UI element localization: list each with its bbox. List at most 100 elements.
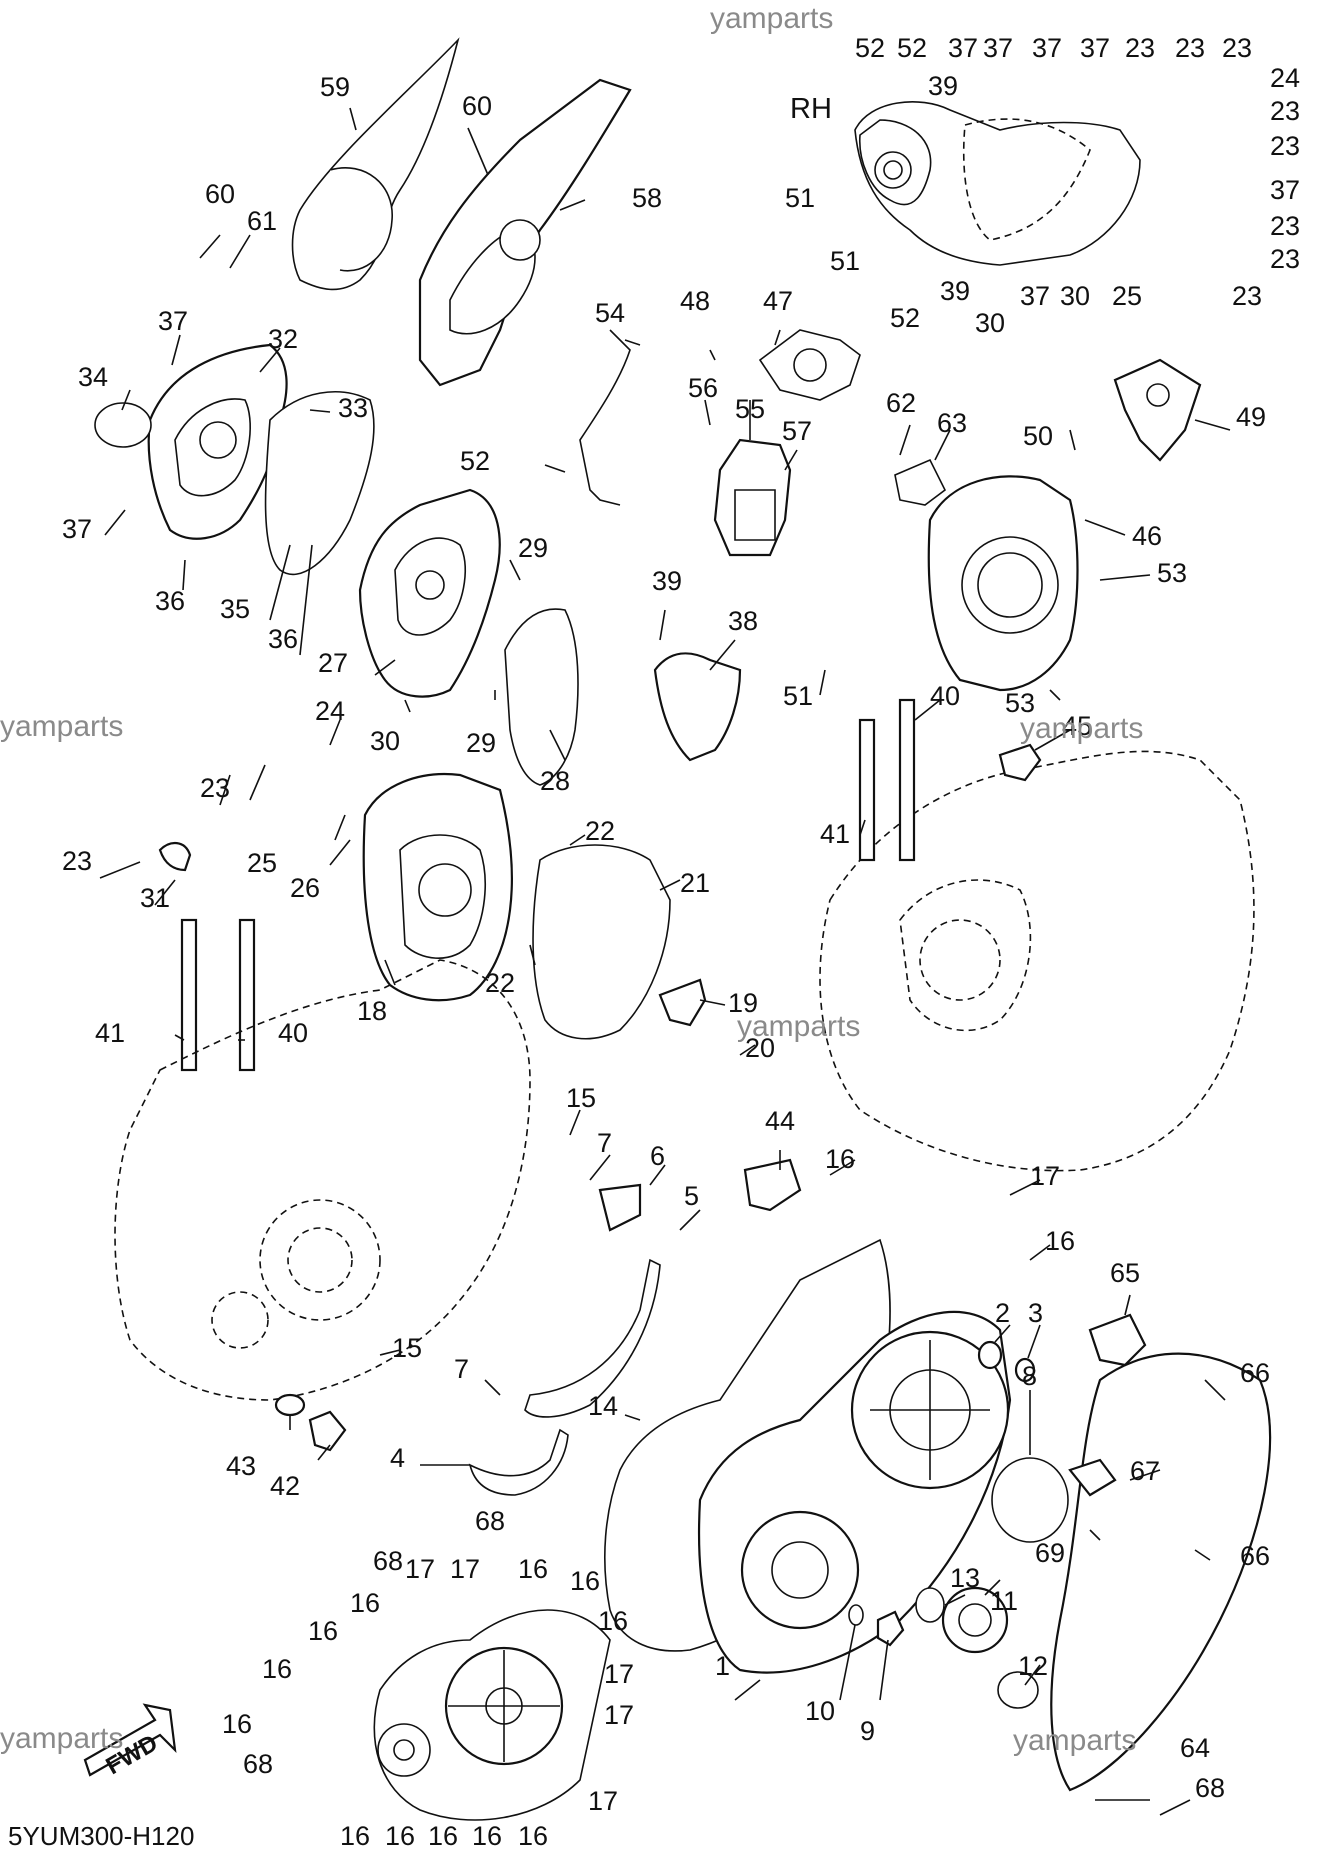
callout: 64 xyxy=(1180,1733,1210,1763)
plate-47 xyxy=(758,329,861,401)
callout: 16 xyxy=(308,1616,338,1646)
callout: 41 xyxy=(95,1018,125,1048)
callout: 60 xyxy=(462,91,492,121)
cap-11 xyxy=(941,1586,1009,1654)
guide-38 xyxy=(653,652,742,762)
callout: 52 xyxy=(897,33,927,63)
o-ring-34 xyxy=(94,402,152,448)
callout: 46 xyxy=(1132,521,1162,551)
cover-32 xyxy=(147,343,288,540)
callout: 17 xyxy=(604,1659,634,1689)
callout: 16 xyxy=(340,1821,370,1851)
callout: 68 xyxy=(373,1546,403,1576)
callout: 69 xyxy=(1035,1538,1065,1568)
callout: 16 xyxy=(350,1588,380,1618)
bracket-19 xyxy=(658,978,707,1027)
callout: 16 xyxy=(570,1566,600,1596)
callout: 37 xyxy=(62,514,92,544)
gasket-28 xyxy=(504,608,579,786)
callout: 4 xyxy=(390,1443,405,1473)
callout: 38 xyxy=(728,606,758,636)
callout: 16 xyxy=(428,1821,458,1851)
callout: 21 xyxy=(680,868,710,898)
callout: 7 xyxy=(597,1128,612,1158)
callout: 52 xyxy=(460,446,490,476)
o-ring-8 xyxy=(991,1457,1069,1543)
callout: 17 xyxy=(450,1554,480,1584)
callout: 17 xyxy=(1030,1161,1060,1191)
callout: 30 xyxy=(975,308,1005,338)
callout: 37 xyxy=(983,33,1013,63)
callout: 25 xyxy=(247,848,277,878)
gasket-54 xyxy=(579,329,631,506)
washer-43 xyxy=(274,1393,306,1417)
callout: 66 xyxy=(1240,1541,1270,1571)
callout: 54 xyxy=(595,298,625,328)
watermark: yamparts xyxy=(0,1722,123,1755)
callout: 55 xyxy=(735,394,765,424)
callout: 16 xyxy=(222,1709,252,1739)
callout: 6 xyxy=(650,1141,665,1171)
rh-label: RH xyxy=(790,93,832,125)
callout: 66 xyxy=(1240,1358,1270,1388)
part-63 xyxy=(894,458,947,506)
callout: 36 xyxy=(155,586,185,616)
o-ring-13 xyxy=(915,1587,945,1623)
callout: 23 xyxy=(62,846,92,876)
part-67 xyxy=(1068,1458,1117,1497)
watermark: yamparts xyxy=(0,710,123,743)
callout: 28 xyxy=(540,766,570,796)
bracket-44 xyxy=(743,1158,802,1212)
callout: 53 xyxy=(1157,558,1187,588)
callout: 56 xyxy=(688,373,718,403)
callout: 31 xyxy=(140,883,170,913)
callout: 1 xyxy=(715,1651,730,1681)
callout: 27 xyxy=(318,648,348,678)
crankcase-cover-1 xyxy=(697,1310,1012,1674)
washer-3 xyxy=(1014,1357,1036,1383)
stud-40-right xyxy=(898,698,916,862)
callout: 16 xyxy=(1045,1226,1075,1256)
callout: 9 xyxy=(860,1716,875,1746)
callout: 37 xyxy=(158,306,188,336)
watermark: yamparts xyxy=(710,2,833,35)
guard-64 xyxy=(1050,1352,1272,1792)
callout: 39 xyxy=(928,71,958,101)
bracket-65 xyxy=(1088,1313,1147,1367)
watermark: yamparts xyxy=(737,1010,860,1043)
gasket-21 xyxy=(532,844,671,1040)
cover-27 xyxy=(358,488,501,698)
callout: 16 xyxy=(598,1606,628,1636)
callout: 29 xyxy=(466,728,496,758)
gasket-35 xyxy=(264,391,375,576)
callout: 61 xyxy=(247,206,277,236)
stud-41-right xyxy=(858,718,876,862)
callout: 60 xyxy=(205,179,235,209)
callout: 50 xyxy=(1023,421,1053,451)
callout: 24 xyxy=(1270,63,1300,93)
callout: 37 xyxy=(1270,175,1300,205)
bottom-cover xyxy=(373,1609,611,1821)
callout: 57 xyxy=(782,416,812,446)
bracket-49 xyxy=(1113,358,1202,462)
cover-46 xyxy=(927,475,1079,692)
callout: 33 xyxy=(338,393,368,423)
callout: 47 xyxy=(763,286,793,316)
callout: 15 xyxy=(392,1333,422,1363)
callout: 29 xyxy=(518,533,548,563)
callout: 20 xyxy=(745,1033,775,1063)
callout: 37 xyxy=(1032,33,1062,63)
rh-inset-cover xyxy=(854,101,1141,266)
labels: RH 52 52 37 37 37 37 23 23 23 24 23 23 3… xyxy=(8,33,1300,1851)
callout: 48 xyxy=(680,286,710,316)
callout: 52 xyxy=(855,33,885,63)
callout: 23 xyxy=(200,773,230,803)
callout: 23 xyxy=(1222,33,1252,63)
callout: 34 xyxy=(78,362,108,392)
callout: 49 xyxy=(1236,402,1266,432)
collar-2 xyxy=(977,1340,1003,1370)
callout: 42 xyxy=(270,1471,300,1501)
callout: 30 xyxy=(370,726,400,756)
callout: 63 xyxy=(937,408,967,438)
